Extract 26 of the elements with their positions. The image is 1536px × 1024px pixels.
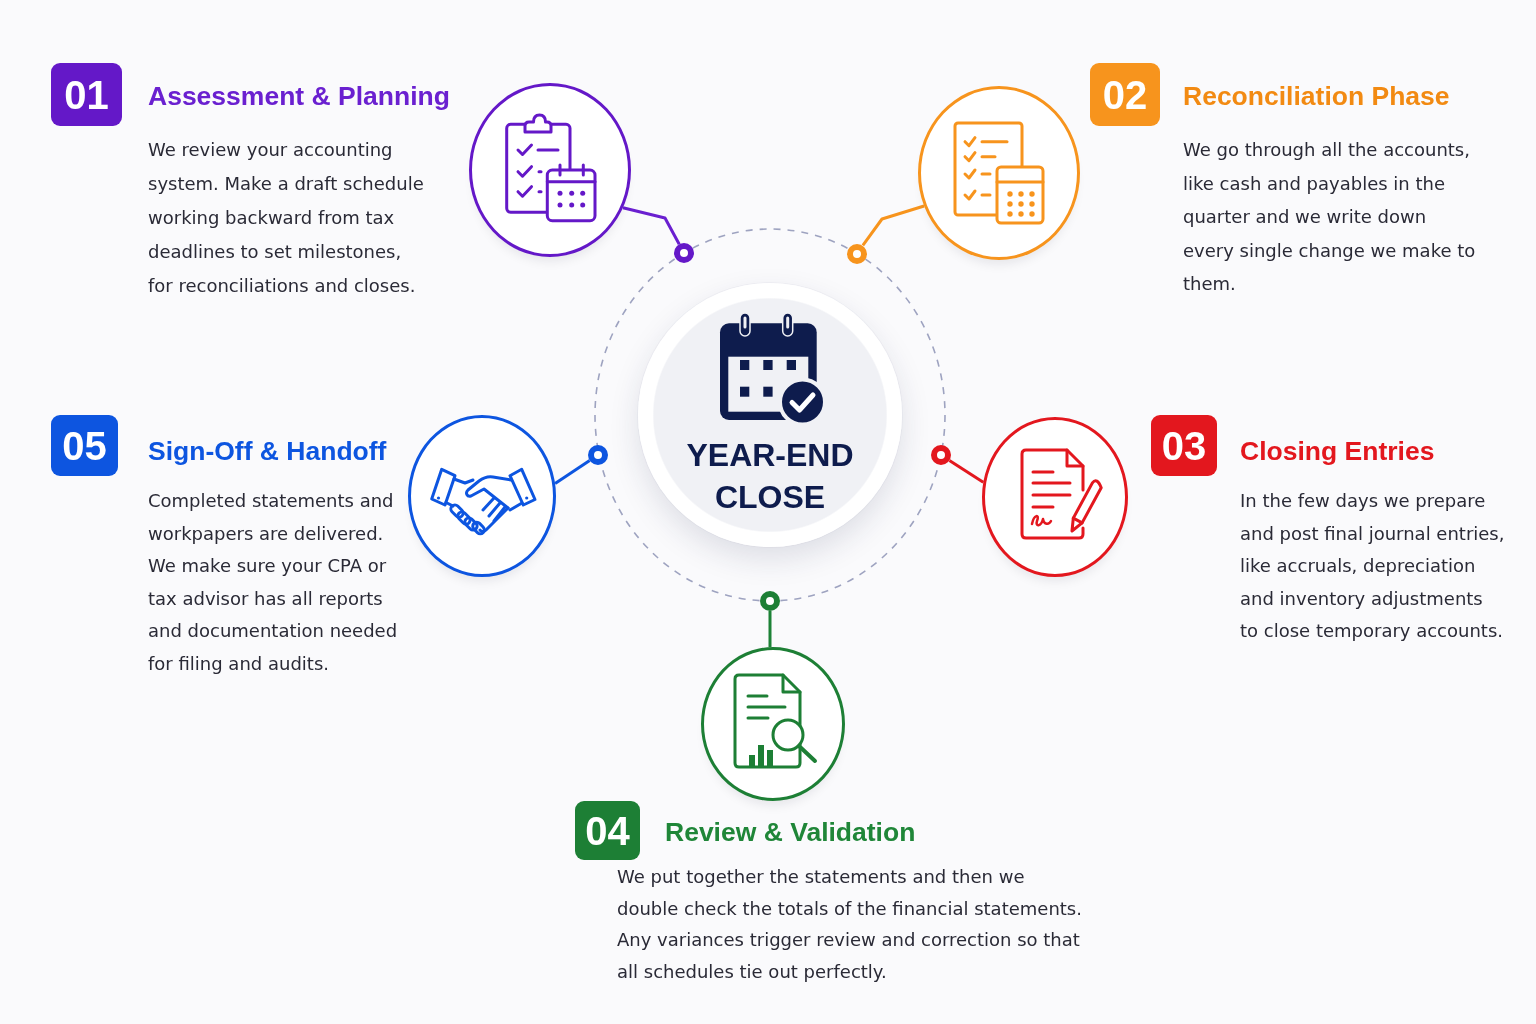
step-number-badge: 02: [1090, 63, 1160, 126]
step-description: We put together the statements and then we double check the totals of the financial statements. Any variances trigger review and correction so that all schedules tie out perfectly.: [617, 865, 1083, 985]
connector-line: [622, 206, 681, 245]
step-description: We go through all the accounts, like cash and payables in the quarter and we write down every single change we make to them.: [1183, 138, 1477, 296]
step-number-badge: 01: [51, 63, 122, 126]
step-title: Review & Validation: [665, 816, 916, 849]
step-number-badge: 03: [1151, 415, 1217, 476]
junction-dot: [588, 445, 608, 465]
step-description: We review your accounting system. Make a draft schedule working backward from tax deadlines to set milestones, for reconciliations and closes.: [148, 138, 425, 298]
step-description: Completed statements and workpapers are delivered. We make sure your CPA or tax advisor has all reports and documentation needed for filing and audits.: [148, 489, 398, 676]
junction-dot: [847, 243, 867, 264]
step-number-badge: 05: [51, 415, 118, 476]
connector-line: [554, 459, 591, 485]
connector-line: [948, 459, 985, 484]
connector-line: [861, 204, 925, 247]
step-title: Closing Entries: [1240, 435, 1435, 468]
hub-title: YEAR-END CLOSE: [685, 436, 855, 517]
junction-dot: [931, 445, 951, 465]
step-title: Sign-Off & Handoff: [148, 435, 387, 468]
step-description: In the few days we prepare and post final journal entries, like accruals, depreciation and inventory adjustments to close temporary accounts.: [1240, 489, 1506, 643]
connector-line: [768, 611, 772, 648]
junction-dot: [674, 243, 694, 263]
step-title: Reconciliation Phase: [1183, 80, 1450, 113]
junction-dot: [760, 591, 780, 611]
step-number-badge: 04: [575, 801, 640, 860]
step-title: Assessment & Planning: [148, 80, 450, 113]
